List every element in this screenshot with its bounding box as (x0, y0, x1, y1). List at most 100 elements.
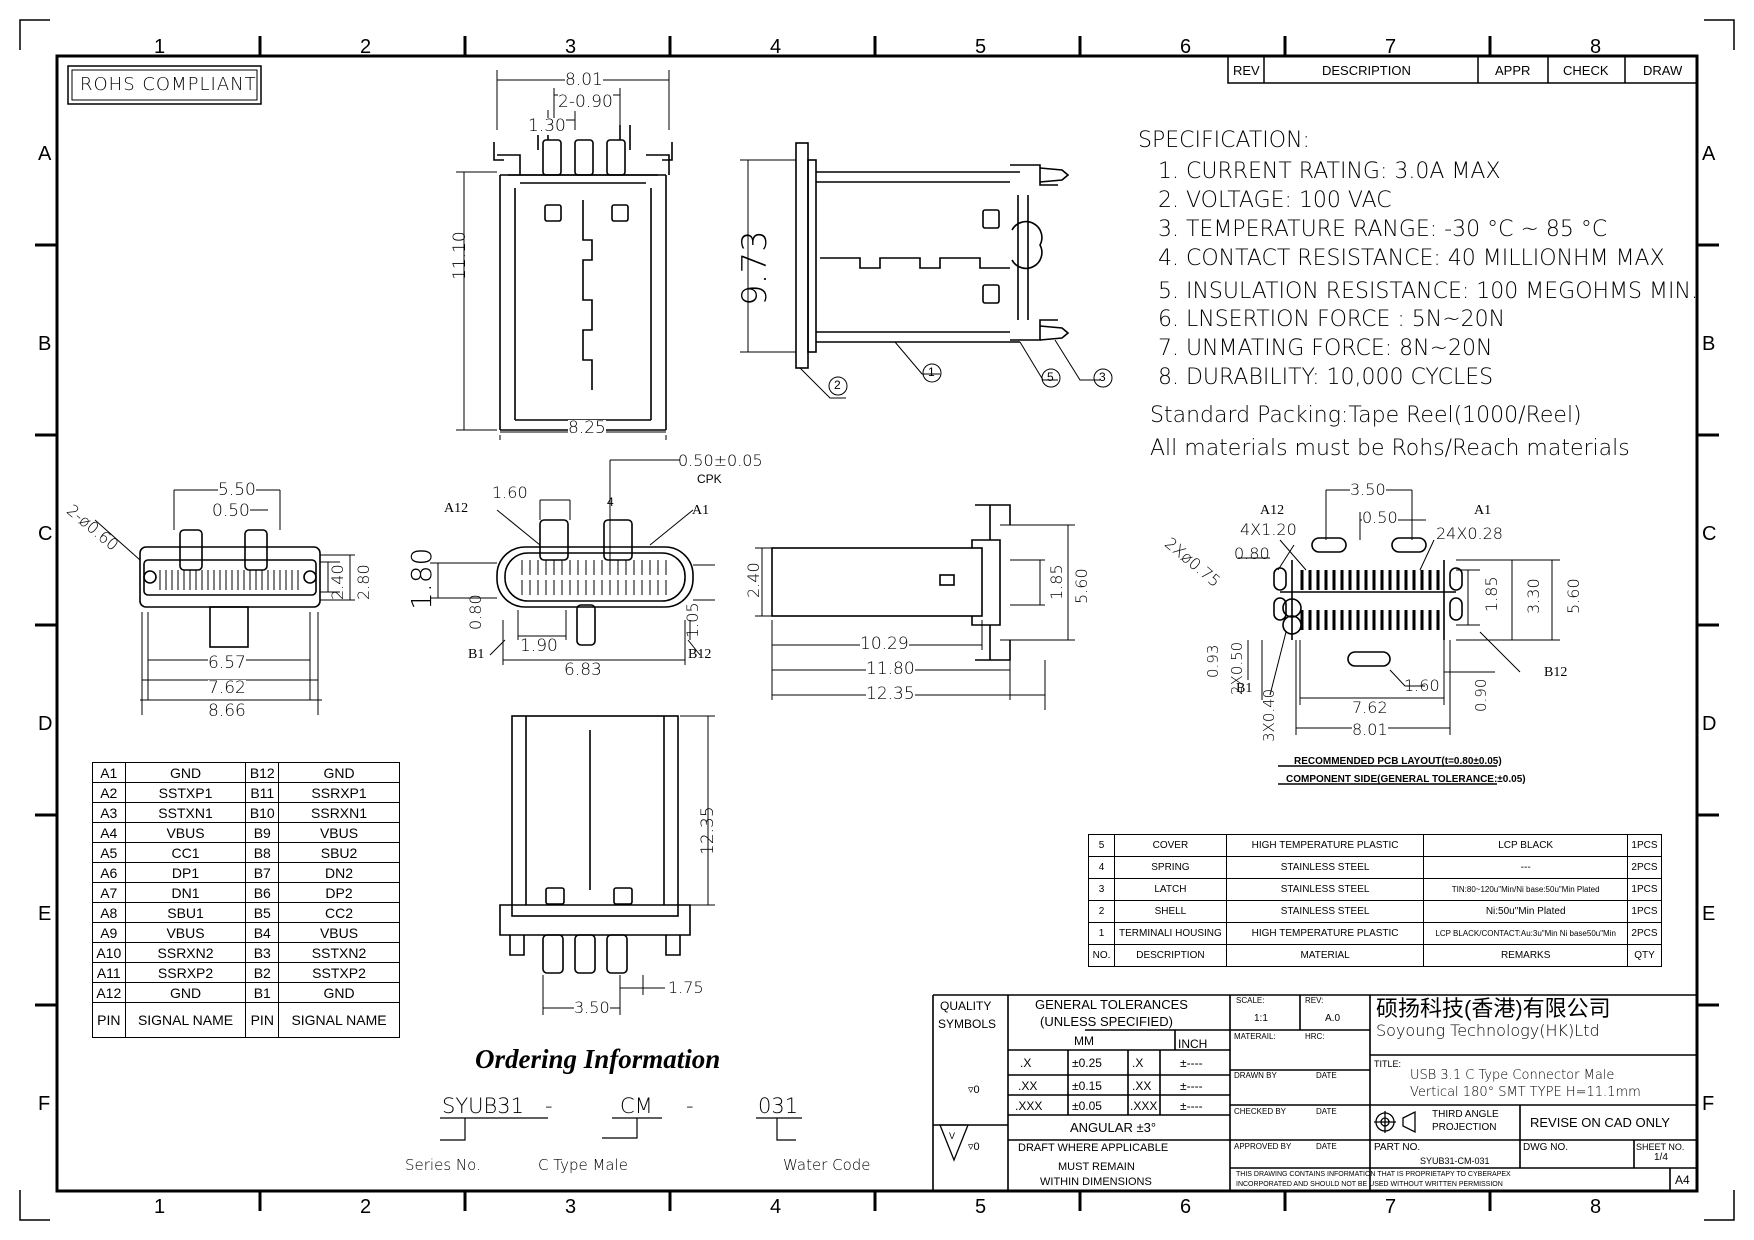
table-cell: DN1 (124, 882, 247, 903)
grid-right-a: A (1702, 143, 1716, 165)
spec-item: 6. LNSERTION FORCE : 5N~20N (1158, 307, 1506, 332)
tol-cell: ±---- (1180, 1056, 1203, 1070)
spec-item: 4. CONTACT RESISTANCE: 40 MILLIONHM MAX (1158, 246, 1665, 271)
series-label: Series No. (405, 1156, 481, 1174)
table-cell: 5 (1088, 834, 1115, 857)
dim-label: 5.60 (1072, 568, 1091, 604)
spec-item: 8. DURABILITY: 10,000 CYCLES (1158, 365, 1494, 390)
draw-header: DRAW (1643, 63, 1683, 78)
general-tolerances: GENERAL TOLERANCES (1035, 997, 1188, 1012)
table-cell: A5 (92, 842, 126, 863)
table-cell: SSRXN2 (124, 942, 247, 963)
table-cell: A8 (92, 902, 126, 923)
table-cell: VBUS (124, 922, 247, 943)
grid-left-d: D (38, 713, 53, 735)
table-cell: SBU1 (124, 902, 247, 923)
table-cell: PIN (92, 1002, 126, 1038)
table-cell: SBU2 (278, 842, 400, 863)
dim-label: 2X0.50 (1228, 641, 1246, 695)
dim-label: 1.75 (668, 978, 704, 997)
table-cell: CC2 (278, 902, 400, 923)
table-cell: B2 (245, 962, 280, 983)
table-cell: SSRXP1 (278, 782, 400, 803)
table-cell: MATERIAL (1225, 944, 1425, 967)
dim-label: 1.60 (1404, 676, 1440, 695)
dim-label: 1.05 (683, 602, 702, 638)
table-cell: STAINLESS STEEL (1225, 878, 1425, 901)
table-cell: B6 (245, 882, 280, 903)
table-cell: VBUS (278, 822, 400, 843)
grid-bottom-5: 5 (975, 1196, 987, 1218)
tol-cell: ±---- (1180, 1079, 1203, 1093)
dim-label: 24X0.28 (1436, 524, 1503, 543)
sheet-number: 1/4 (1654, 1152, 1668, 1163)
paper-size: A4 (1675, 1173, 1690, 1187)
table-cell: SIGNAL NAME (124, 1002, 247, 1038)
table-cell: CC1 (124, 842, 247, 863)
grid-top-5: 5 (975, 36, 987, 58)
grid-bottom-2: 2 (360, 1196, 372, 1218)
dim-label: 1.85 (1482, 576, 1501, 612)
table-cell: TIN:80~120u"Min/Ni base:50u"Min Plated (1423, 878, 1628, 901)
table-cell: A12 (92, 982, 126, 1003)
table-cell: 1PCS (1626, 878, 1663, 901)
table-cell: LATCH (1113, 878, 1227, 901)
table-cell: GND (278, 982, 400, 1003)
draft-note-2: MUST REMAIN (1058, 1161, 1135, 1173)
draft-note-3: WITHIN DIMENSIONS (1040, 1176, 1152, 1188)
table-cell: B1 (245, 982, 280, 1003)
table-cell: A10 (92, 942, 126, 963)
symbols-label: SYMBOLS (938, 1017, 997, 1031)
table-cell: NO. (1088, 944, 1115, 967)
callout-4: 4 (607, 495, 614, 509)
dim-label: 11.80 (866, 659, 915, 679)
dim-label: 6.57 (208, 653, 246, 673)
dim-label: 2-0.90 (558, 92, 613, 112)
quality-label: QUALITY (940, 999, 992, 1013)
grid-top-2: 2 (360, 36, 372, 58)
appr-header: APPR (1495, 63, 1531, 78)
water-code: 031 (758, 1094, 799, 1118)
spec-item: 2. VOLTAGE: 100 VAC (1158, 188, 1392, 213)
dim-label: 4X1.20 (1240, 520, 1297, 539)
dim-label: 8.25 (568, 418, 606, 438)
rev-value: A.0 (1325, 1013, 1341, 1024)
table-cell: DN2 (278, 862, 400, 883)
dim-label: 8.01 (1352, 720, 1388, 739)
drawing-title-2: Vertical 180° SMT TYPE H=11.1mm (1410, 1085, 1641, 1100)
grid-right-c: C (1702, 523, 1717, 545)
angular: ANGULAR ±3° (1070, 1120, 1157, 1135)
dim-label: 6.83 (564, 660, 602, 680)
callout-2: 2 (834, 378, 841, 392)
table-cell: SSTXP2 (278, 962, 400, 983)
series-code: SYUB31 (442, 1094, 525, 1118)
dim-label: 1.80 (405, 547, 438, 610)
grid-top-4: 4 (770, 36, 782, 58)
table-cell: B5 (245, 902, 280, 923)
table-cell: A3 (92, 802, 126, 823)
dim-label: 5.60 (1564, 578, 1583, 614)
dim-label: 0.93 (1204, 644, 1222, 678)
grid-top-1: 1 (154, 36, 166, 58)
table-cell: A7 (92, 882, 126, 903)
unless-specified: (UNLESS SPECIFIED) (1040, 1014, 1173, 1029)
date-label: DATE (1316, 1071, 1337, 1080)
type-code: CM (620, 1094, 653, 1118)
material-label: MATERAIL: (1234, 1032, 1276, 1041)
inch-label: INCH (1178, 1037, 1208, 1051)
grid-right-b: B (1702, 333, 1716, 355)
dim-label: 1.85 (1047, 564, 1066, 600)
dim-label: 0.50±0.05 (678, 451, 763, 470)
symbol-value: ▿0 (968, 1141, 980, 1153)
grid-top-7: 7 (1385, 36, 1397, 58)
dim-label: 0.50 (212, 501, 250, 521)
